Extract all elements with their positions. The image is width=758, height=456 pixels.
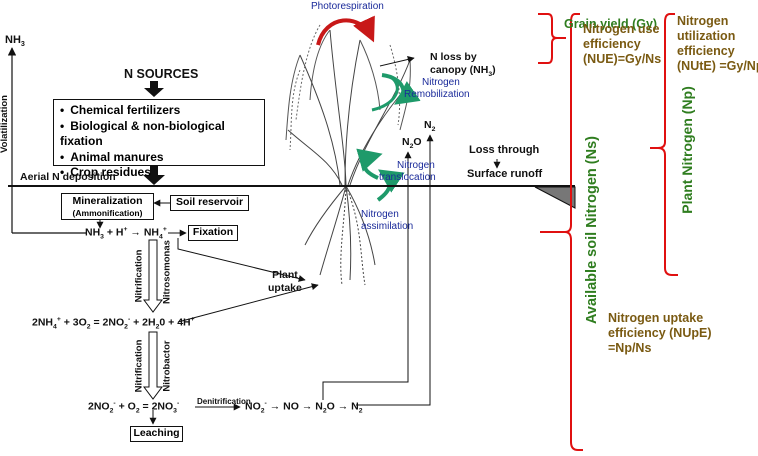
ammonification-label: (Ammonification) (72, 208, 143, 218)
nitrification-label-1: Nitrification (133, 249, 145, 303)
plant-nitrogen-bracket (650, 13, 678, 276)
nitrogen-remobilization-label: Nitrogen Remobilization (404, 77, 470, 101)
nitrate-equation: 2NO2- + O2 = 2NO3- (88, 400, 180, 415)
remobilization-arrow (381, 73, 421, 105)
soil-nitrogen-bracket (540, 13, 583, 451)
n2o-label: N2O (402, 136, 422, 151)
runoff-wedge (534, 186, 576, 209)
nitrobactor-label: Nitrobactor (161, 340, 173, 392)
translocation-arrow (356, 148, 383, 180)
nute-line-4: (NUtE) =Gy/Np (677, 59, 758, 73)
canopy-loss-arrow (379, 56, 415, 67)
nupe-line-2: efficiency (NUpE) (608, 326, 712, 340)
nitrification-equation: 2NH4+ + 3O2 = 2NO2- + 2H20 + 4H+ (32, 316, 195, 331)
translocation-line-2: translocation (379, 172, 436, 183)
grain-yield-label: Grain yield (Gy) (564, 17, 658, 31)
n2-label: N2 (424, 119, 436, 134)
nute-label: Nitrogen utilization efficiency (NUtE) =… (677, 14, 758, 74)
n-loss-line-2: canopy (NH3) (430, 63, 496, 78)
nute-line-3: efficiency (677, 44, 735, 58)
mineralization-box: Mineralization (Ammonification) (61, 193, 154, 220)
n-source-item: Crop residues (60, 165, 262, 181)
available-soil-nitrogen-label: Available soil Nitrogen (Ns) (584, 136, 600, 324)
assimilation-line-2: assimilation (361, 221, 414, 232)
nue-label: Nitrogen use efficiency (NUE)=Gy/Ns (583, 22, 661, 67)
nute-line-1: Nitrogen (677, 14, 729, 28)
volatilization-label: Volatilization (0, 95, 11, 153)
rice-plant-illustration (285, 24, 411, 286)
denitrification-equation: NO2- → NO → N2O → N2 (245, 400, 363, 415)
mineralization-label: Mineralization (72, 195, 143, 207)
nitrogen-translocation-label: Nitrogen translocation (379, 160, 436, 184)
leaching-box: Leaching (130, 426, 183, 442)
nue-line-1: Nitrogen use (583, 22, 660, 36)
nitrification-hollow-arrow-2 (143, 331, 163, 400)
aerial-n-deposition-label: Aerial N deposition (20, 171, 116, 183)
plant-uptake-label: Plant uptake (268, 269, 302, 295)
nupe-label: Nitrogen uptake efficiency (NUpE) =Np/Ns (608, 311, 712, 356)
photorespiration-label: Photorespiration (311, 1, 384, 12)
nute-line-2: utilization (677, 29, 736, 43)
ammonium-equation: NH3 + H+ → NH4+ (85, 226, 167, 241)
assimilation-line-1: Nitrogen (361, 209, 399, 220)
n-sources-title: N SOURCES (124, 67, 199, 81)
plant-nitrogen-label: Plant Nitrogen (Np) (679, 86, 695, 214)
photorespiration-arrow (316, 15, 375, 46)
surface-runoff-label: Surface runoff (467, 168, 543, 180)
plant-uptake-line-1: Plant (272, 269, 298, 281)
plant-uptake-line-2: uptake (268, 282, 302, 294)
nue-line-2: efficiency (583, 37, 641, 51)
nue-line-3: (NUE)=Gy/Ns (583, 52, 662, 66)
loss-through-label: Loss through (469, 144, 540, 156)
remobilization-line-1: Nitrogen (422, 77, 460, 88)
nupe-line-1: Nitrogen uptake (608, 311, 704, 325)
nitrification-hollow-arrow-1 (143, 239, 163, 313)
n-source-item: Animal manures (60, 150, 262, 166)
grain-yield-bracket (538, 13, 566, 64)
n-source-item: Chemical fertilizers (60, 103, 262, 119)
nitrification-label-2: Nitrification (133, 339, 145, 393)
red-brackets (538, 13, 678, 451)
remobilization-arrow-return (371, 76, 399, 112)
n-sources-list: Chemical fertilizers Biological & non-bi… (56, 103, 262, 181)
nh3-top-label: NH3 (5, 34, 25, 49)
soil-reservoir-box: Soil reservoir (170, 195, 249, 211)
n-sources-down-arrow (144, 81, 164, 97)
fixation-box: Fixation (188, 225, 238, 241)
denitrification-label: Denitrification (197, 397, 251, 406)
n-sources-box: Chemical fertilizers Biological & non-bi… (53, 99, 265, 179)
nitrogen-assimilation-label: Nitrogen assimilation (361, 209, 413, 233)
n-loss-canopy-label: N loss by canopy (NH3) (430, 51, 496, 81)
n-source-item: Biological & non-biological fixation (60, 119, 262, 150)
translocation-line-1: Nitrogen (397, 160, 435, 171)
nupe-line-3: =Np/Ns (608, 341, 652, 355)
nitrosomonas-label: Nitrosomonas (161, 240, 173, 304)
n-loss-line-1: N loss by (430, 51, 477, 63)
remobilization-line-2: Remobilization (404, 89, 470, 100)
